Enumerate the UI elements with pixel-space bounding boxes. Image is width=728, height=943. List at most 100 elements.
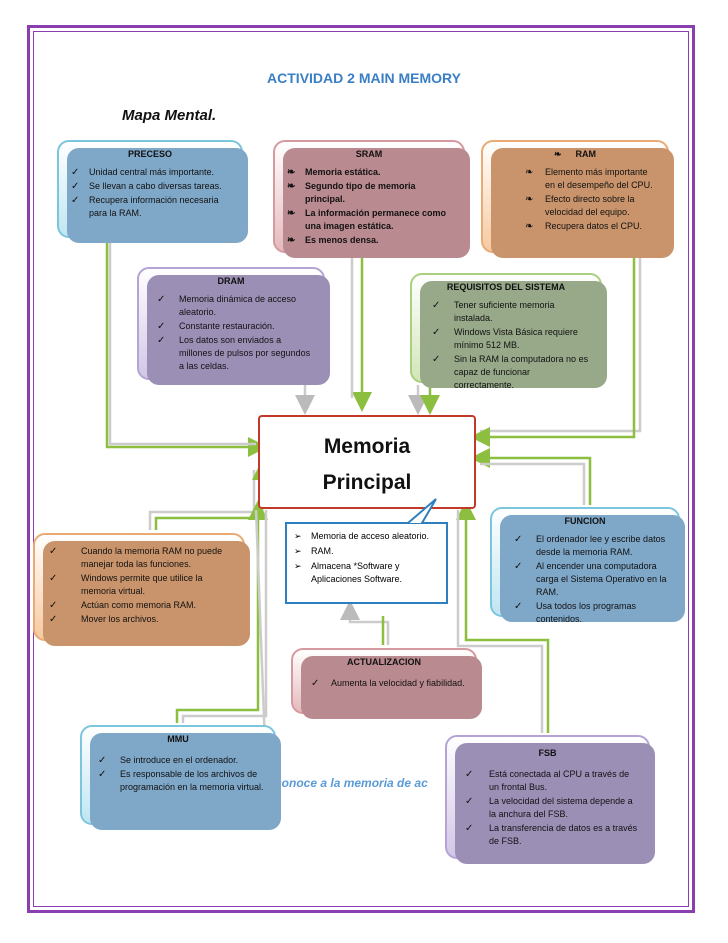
check-icon: ✓ bbox=[465, 796, 474, 807]
central-callout: ➢Memoria de acceso aleatorio. ➢RAM. ➢Alm… bbox=[285, 522, 448, 604]
callout-pointer bbox=[388, 498, 440, 524]
list-item: ✓Al encender una computadora carga el Si… bbox=[514, 561, 667, 597]
check-icon: ✓ bbox=[71, 181, 80, 192]
list-item: ✓Windows permite que utilice la memoria … bbox=[49, 573, 203, 596]
central-topic-line1: Memoria bbox=[323, 435, 411, 458]
node-sram: SRAM ❧Memoria estática. ❧Segundo tipo de… bbox=[273, 140, 470, 258]
list-item: ✓Windows Vista Básica requiere mínimo 51… bbox=[432, 327, 578, 350]
list-item: ❧Elemento más importante en el desempeño… bbox=[525, 167, 653, 190]
check-icon: ✓ bbox=[98, 769, 107, 780]
central-topic: Memoria Principal bbox=[258, 415, 476, 509]
check-icon: ✓ bbox=[157, 321, 166, 332]
list-item: ❧La información permanece como una image… bbox=[287, 208, 447, 231]
list-item: ❧Segundo tipo de memoria principal. bbox=[287, 181, 416, 204]
check-icon: ✓ bbox=[465, 769, 474, 780]
list-item: ✓Recupera información necesaria para la … bbox=[71, 195, 219, 218]
list-item: ➢Memoria de acceso aleatorio. bbox=[294, 531, 430, 541]
ornament-bullet-icon: ❧ bbox=[287, 208, 296, 219]
list-item: ✓Los datos son enviados a millones de pu… bbox=[157, 335, 311, 371]
node-title: DRAM bbox=[217, 276, 245, 286]
connector-left bbox=[148, 470, 256, 530]
arrow-bullet-icon: ➢ bbox=[294, 561, 302, 571]
ornament-bullet-icon: ❧ bbox=[525, 194, 534, 205]
list-item: ✓Mover los archivos. bbox=[49, 614, 159, 625]
node-actualizacion: ACTUALIZACION ✓Aumenta la velocidad y fi… bbox=[291, 648, 482, 719]
page-border bbox=[27, 25, 695, 913]
node-title: REQUISITOS DEL SISTEMA bbox=[446, 282, 566, 292]
node-title: MMU bbox=[167, 734, 189, 744]
check-icon: ✓ bbox=[465, 823, 474, 834]
connector-funcion bbox=[470, 448, 592, 505]
page-subtitle: Mapa Mental. bbox=[122, 107, 217, 124]
check-icon: ✓ bbox=[49, 600, 58, 611]
check-icon: ✓ bbox=[49, 573, 58, 584]
node-dram: DRAM ✓Memoria dinámica de acceso aleator… bbox=[137, 267, 330, 385]
list-item: ✓La velocidad del sistema depende a la a… bbox=[465, 796, 633, 819]
check-icon: ✓ bbox=[311, 678, 320, 689]
node-ram-virtual: ✓Cuando la memoria RAM no puede manejar … bbox=[33, 533, 250, 646]
node-ram: ❧RAM ❧Elemento más importante en el dese… bbox=[481, 140, 674, 258]
list-item: ✓Es responsable de los archivos de progr… bbox=[98, 769, 264, 792]
node-fsb: FSB ✓Está conectada al CPU a través de u… bbox=[445, 735, 655, 864]
check-icon: ✓ bbox=[432, 354, 441, 365]
node-title: FSB bbox=[538, 748, 557, 758]
check-icon: ✓ bbox=[71, 167, 80, 178]
node-funcion: FUNCION ✓El ordenador lee y escribe dato… bbox=[490, 507, 685, 624]
arrow-bullet-icon: ➢ bbox=[294, 531, 302, 541]
check-icon: ✓ bbox=[432, 327, 441, 338]
check-icon: ✓ bbox=[514, 534, 523, 545]
list-item: ✓Tener suficiente memoria instalada. bbox=[432, 300, 555, 323]
list-item: ✓Memoria dinámica de acceso aleatorio. bbox=[157, 294, 297, 317]
node-title: PRECESO bbox=[127, 149, 172, 159]
ornament-bullet-icon: ❧ bbox=[525, 221, 534, 232]
page-border-inner bbox=[33, 31, 689, 907]
node-title: SRAM bbox=[355, 149, 383, 159]
page-title: ACTIVIDAD 2 MAIN MEMORY bbox=[267, 70, 461, 86]
list-item: ✓El ordenador lee y escribe datos desde … bbox=[514, 534, 666, 557]
connector-mmu bbox=[175, 500, 268, 723]
check-icon: ✓ bbox=[49, 614, 58, 625]
check-icon: ✓ bbox=[157, 294, 166, 305]
node-preceso: PRECESO ✓Unidad central más importante. … bbox=[57, 140, 248, 243]
list-item: ❧Memoria estática. bbox=[287, 167, 381, 178]
list-item: ✓Está conectada al CPU a través de un fr… bbox=[465, 769, 630, 792]
check-icon: ✓ bbox=[49, 546, 58, 557]
list-item: ✓Constante restauración. bbox=[157, 321, 275, 332]
node-title: ACTUALIZACION bbox=[347, 657, 421, 667]
list-item: ✓La transferencia de datos es a través d… bbox=[465, 823, 638, 846]
ornament-bullet-icon: ❧ bbox=[287, 235, 296, 246]
list-item: ➢RAM. bbox=[294, 546, 334, 556]
node-mmu: MMU ✓Se introduce en el ordenador. ✓Es r… bbox=[80, 725, 281, 830]
check-icon: ✓ bbox=[514, 601, 523, 612]
ornament-bullet-icon: ❧ bbox=[553, 149, 562, 159]
list-item: ❧Efecto directo sobre la velocidad del e… bbox=[525, 194, 635, 217]
connector-actualizacion bbox=[340, 600, 390, 645]
list-item: ✓Aumenta la velocidad y fiabilidad. bbox=[311, 678, 465, 689]
node-title: ❧RAM bbox=[553, 149, 597, 159]
central-topic-line2: Principal bbox=[322, 471, 412, 494]
node-title: FUNCION bbox=[564, 516, 606, 526]
node-requisitos: REQUISITOS DEL SISTEMA ✓Tener suficiente… bbox=[410, 273, 607, 390]
check-icon: ✓ bbox=[514, 561, 523, 572]
list-item: ➢Almacena *Software y Aplicaciones Softw… bbox=[294, 561, 403, 584]
list-item: ✓Actúan como memoria RAM. bbox=[49, 600, 197, 611]
list-item: ✓Cuando la memoria RAM no puede manejar … bbox=[49, 546, 223, 569]
ornament-bullet-icon: ❧ bbox=[525, 167, 534, 178]
check-icon: ✓ bbox=[432, 300, 441, 311]
list-item: ✓Unidad central más importante. bbox=[71, 167, 215, 178]
check-icon: ✓ bbox=[71, 195, 80, 206]
check-icon: ✓ bbox=[98, 755, 107, 766]
arrow-bullet-icon: ➢ bbox=[294, 546, 302, 556]
connector-preceso bbox=[105, 240, 268, 457]
list-item: ✓Sin la RAM la computadora no es capaz d… bbox=[432, 354, 589, 390]
ornament-bullet-icon: ❧ bbox=[287, 181, 296, 192]
check-icon: ✓ bbox=[157, 335, 166, 346]
connector-fsb bbox=[456, 500, 550, 733]
list-item: ✓Se llevan a cabo diversas tareas. bbox=[71, 181, 222, 192]
connector-ram bbox=[480, 255, 642, 433]
background-text: conoce a la memoria de ac bbox=[275, 776, 428, 790]
ornament-bullet-icon: ❧ bbox=[287, 167, 296, 178]
list-item: ❧Es menos densa. bbox=[287, 235, 379, 246]
list-item: ✓Usa todos los programas contenidos. bbox=[514, 601, 637, 624]
